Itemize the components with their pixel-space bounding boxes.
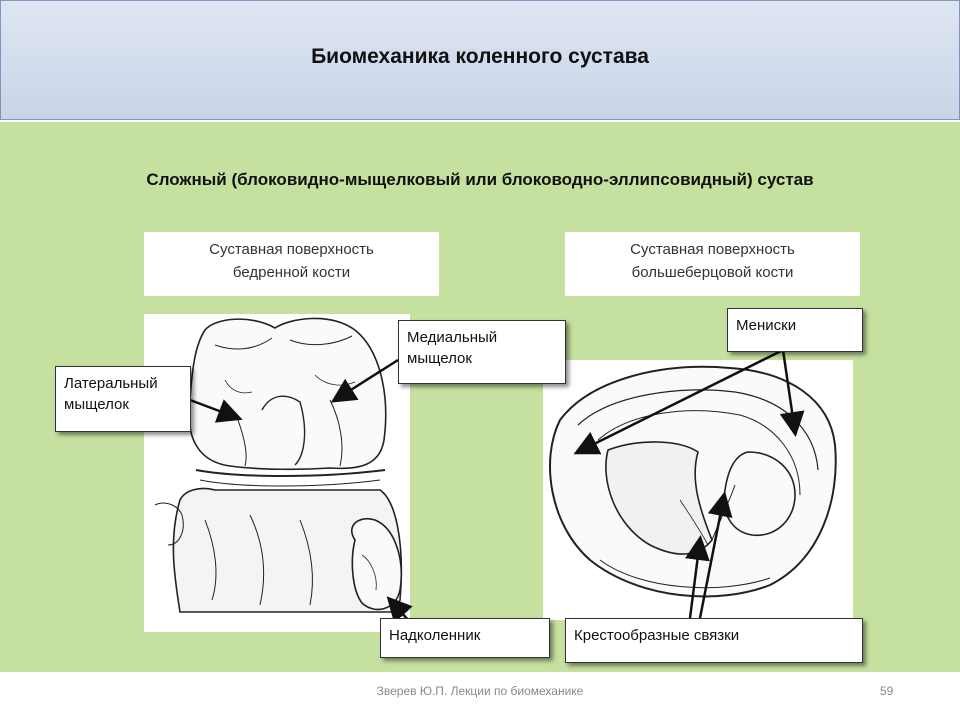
- femur-caption-line2: бедренной кости: [232, 264, 351, 281]
- patella-label-text: Надколенник: [389, 627, 481, 644]
- medial-label-line1: Медиальный: [407, 329, 498, 346]
- medial-condyle-label: Медиальный мыщелок: [398, 320, 566, 384]
- medial-label-line2: мыщелок: [407, 350, 472, 367]
- tibia-caption: Суставная поверхность большеберцовой кос…: [565, 232, 860, 296]
- menisci-label-text: Мениски: [736, 317, 797, 334]
- lateral-label-line1: Латеральный: [64, 375, 158, 392]
- label-arrows: [189, 348, 805, 624]
- femur-drawing: [154, 317, 403, 613]
- lateral-condyle-label: Латеральный мыщелок: [55, 366, 191, 432]
- tibia-caption-line1: Суставная поверхность: [630, 241, 795, 258]
- slide-footer: Зверев Ю.П. Лекции по биомеханике: [376, 684, 584, 698]
- tibia-drawing: [549, 365, 837, 598]
- patella-label: Надколенник: [380, 618, 550, 658]
- femur-caption: Суставная поверхность бедренной кости: [144, 232, 439, 296]
- cruciate-label-text: Крестообразные связки: [574, 627, 740, 644]
- femur-caption-line1: Суставная поверхность: [209, 241, 374, 258]
- page-number: 59: [880, 684, 894, 698]
- cruciate-ligaments-label: Крестообразные связки: [565, 618, 863, 663]
- tibia-caption-line2: большеберцовой кости: [631, 264, 794, 281]
- menisci-label: Мениски: [727, 308, 863, 352]
- slide-header: Биомеханика коленного сустава: [0, 0, 960, 120]
- slide-subtitle: Сложный (блоковидно-мыщелковый или блоко…: [146, 170, 814, 189]
- lateral-label-line2: мыщелок: [64, 396, 129, 413]
- slide-title: Биомеханика коленного сустава: [311, 45, 649, 68]
